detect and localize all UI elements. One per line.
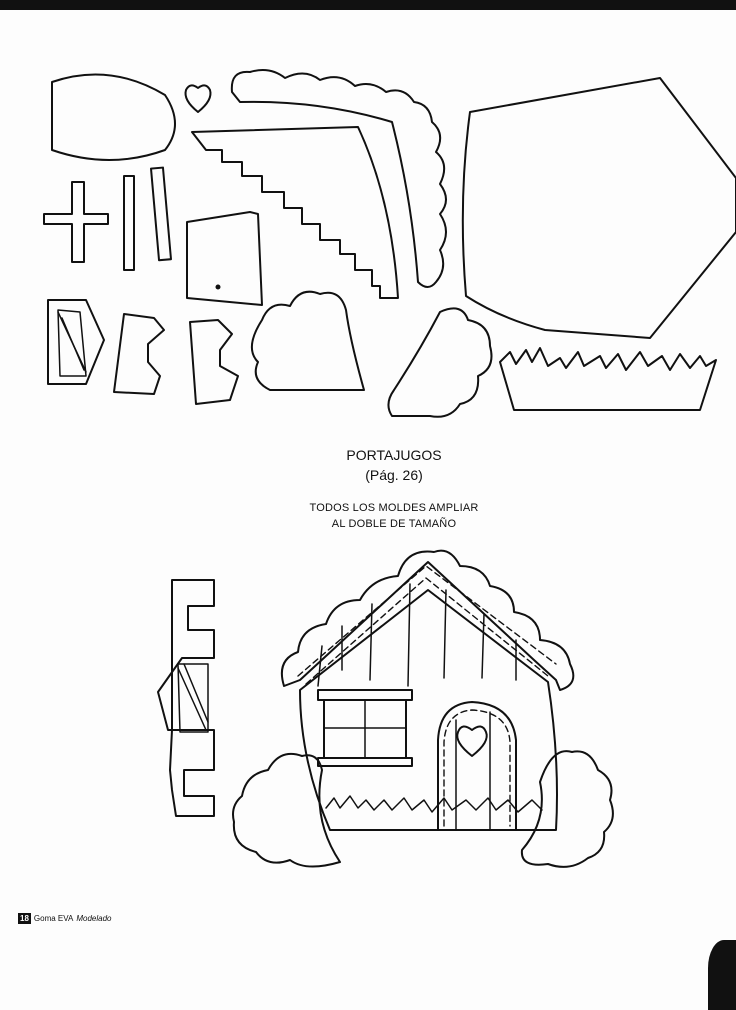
fence-post-window <box>177 663 209 733</box>
scalloped-roof-piece <box>230 69 447 288</box>
bush-piece-left <box>251 290 365 391</box>
cross-piece <box>43 181 109 263</box>
house-door <box>437 701 517 831</box>
oval-door-piece <box>51 73 176 161</box>
roof-boards <box>317 583 517 687</box>
window-panel-piece <box>186 211 263 306</box>
house-roof-scallop <box>280 549 575 691</box>
fence-piece-1 <box>113 313 165 395</box>
corner-smudge <box>708 940 736 1010</box>
stair-roof-piece <box>191 126 399 299</box>
gate-piece-1 <box>47 299 105 385</box>
bush-piece-right <box>387 307 493 418</box>
magazine-name: Goma EVA <box>33 914 74 923</box>
house-wall-piece <box>461 77 736 339</box>
magazine-section: Modelado <box>76 914 112 923</box>
fence-post-piece <box>157 579 215 817</box>
house-wall <box>299 589 558 831</box>
instructions-line-1: TODOS LOS MOLDES AMPLIAR <box>309 502 479 514</box>
enlarge-instructions: TODOS LOS MOLDES AMPLIAR AL DOBLE DE TAM… <box>0 500 736 532</box>
thin-bar-piece-1 <box>123 175 135 271</box>
gate-inner-1 <box>57 309 87 377</box>
small-heart-piece <box>184 84 212 113</box>
bush-left <box>232 752 341 868</box>
roof-dashed-line-inner <box>305 577 549 685</box>
door-dashed-outline <box>443 709 511 827</box>
bush-right <box>520 750 614 868</box>
house-window-frame <box>317 689 413 701</box>
house-grass <box>325 795 543 813</box>
instructions-line-2: AL DOBLE DE TAMAÑO <box>331 518 457 530</box>
door-boards <box>455 711 491 831</box>
marker-dot <box>215 284 221 290</box>
roof-dashed-line-outer <box>297 565 557 677</box>
page-footer: 18 Goma EVA Modelado <box>18 913 111 924</box>
page-number: 18 <box>18 913 31 924</box>
door-heart <box>456 725 488 757</box>
grass-strip-piece <box>499 347 717 411</box>
window-sill <box>317 757 413 767</box>
page-reference: (Pág. 26) <box>365 467 423 483</box>
page-title: PORTAJUGOS <box>346 447 442 463</box>
fence-piece-2 <box>189 319 239 405</box>
top-edge-bar <box>0 0 736 10</box>
thin-bar-piece-2 <box>150 166 172 262</box>
